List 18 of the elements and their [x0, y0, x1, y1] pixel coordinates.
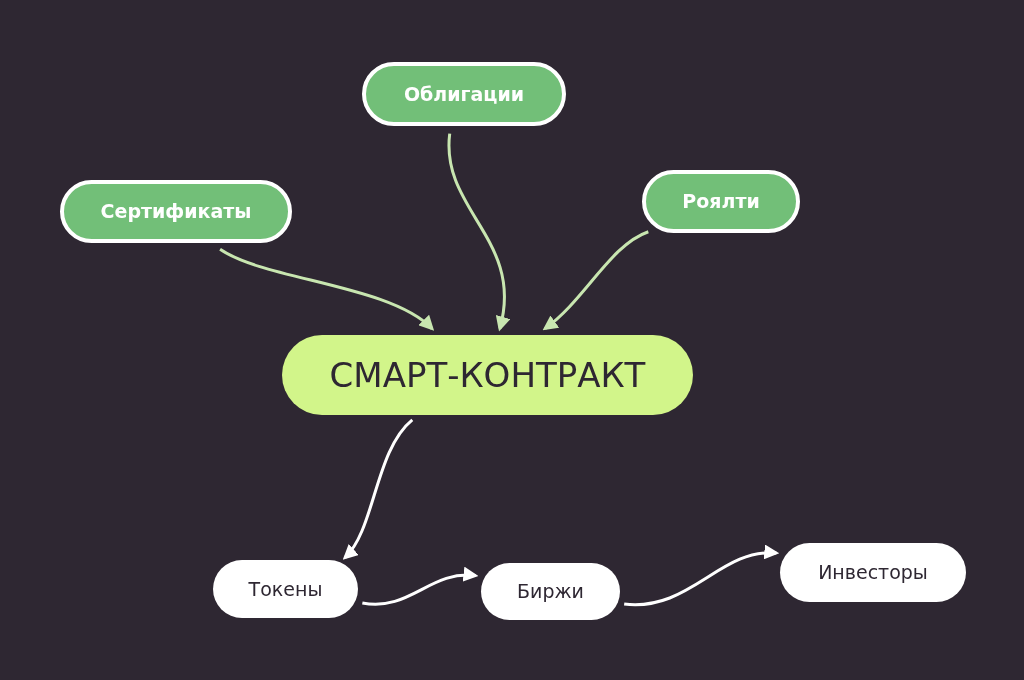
arrow: [624, 545, 780, 607]
arrow: [542, 230, 649, 331]
node-label: СМАРТ-КОНТРАКТ: [329, 353, 646, 397]
node-label: Сертификаты: [100, 199, 252, 225]
node-label: Токены: [248, 576, 323, 602]
node-label: Облигации: [403, 81, 525, 107]
arrow: [219, 248, 435, 331]
flow-pill: [481, 563, 620, 620]
node-label: Инвесторы: [818, 560, 928, 586]
category-pill: [642, 170, 800, 233]
node-label: Биржи: [517, 579, 584, 605]
arrow: [362, 567, 479, 606]
arrow: [343, 418, 414, 560]
flow-pill: [213, 560, 358, 618]
category-pill: [362, 62, 566, 126]
flow-pill: [780, 543, 966, 602]
node-label: Роялти: [682, 189, 760, 215]
arrow: [447, 133, 510, 332]
